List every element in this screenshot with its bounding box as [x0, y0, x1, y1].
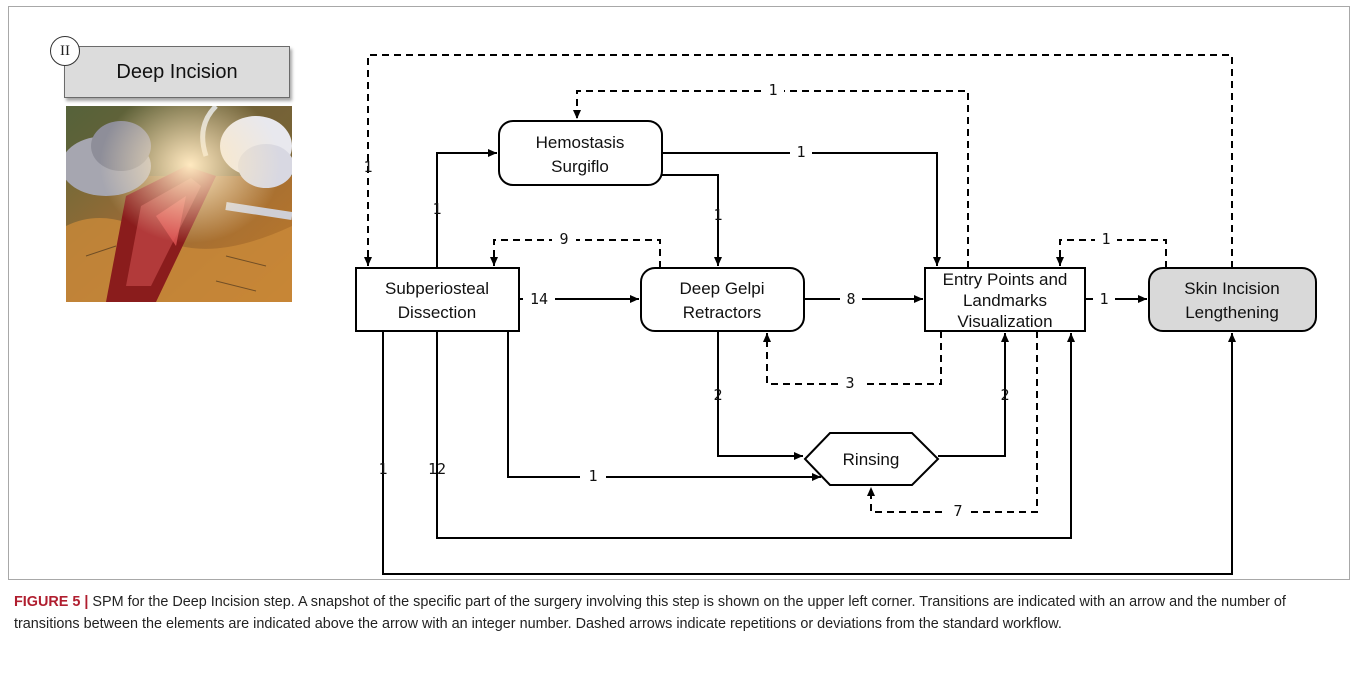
- node-deep-gelpi-retractors: Deep Gelpi Retractors: [640, 267, 805, 332]
- edge-subperiosteal-to-skin: [382, 331, 1236, 575]
- edge-skin-to-entry: [1056, 239, 1167, 268]
- node-subperiosteal-line1: Subperiosteal: [385, 279, 489, 298]
- edge-label-subperiosteal-to-hemostasis: 1: [432, 200, 441, 218]
- caption-label: FIGURE 5 |: [14, 594, 89, 610]
- node-skin-incision-lengthening: Skin Incision Lengthening: [1148, 267, 1317, 332]
- edge-rinsing-to-entry: [938, 333, 1009, 457]
- node-rinsing-label: Rinsing: [843, 450, 900, 469]
- edge-subperiosteal-to-hemostasis: [436, 149, 497, 268]
- node-skin-line2: Lengthening: [1185, 303, 1279, 322]
- edge-hemostasis-to-entry: [662, 152, 941, 266]
- caption-text: SPM for the Deep Incision step. A snapsh…: [14, 594, 1286, 632]
- node-entry-points-landmarks-visualization: Entry Points and Landmarks Visualization: [924, 267, 1086, 332]
- edge-label-subperiosteal-to-entry: 12: [428, 460, 446, 478]
- edge-subperiosteal-to-rinsing: [507, 331, 821, 481]
- edge-hemostasis-to-gelpi: [662, 174, 722, 266]
- surgery-snapshot-image: [66, 106, 292, 302]
- node-hemostasis-line1: Hemostasis: [536, 133, 625, 152]
- edge-label-subperiosteal-to-gelpi: 14: [530, 290, 548, 308]
- node-hemostasis-surgiflo: Hemostasis Surgiflo: [498, 120, 663, 186]
- edge-label-gelpi-to-entry: 8: [846, 290, 855, 308]
- step-title: Deep Incision: [116, 60, 238, 83]
- edge-label-entry-to-gelpi: 3: [845, 374, 854, 392]
- step-title-card: Deep Incision: [64, 46, 290, 98]
- edge-skin-to-subperiosteal: [364, 54, 1233, 268]
- edge-label-subperiosteal-to-skin: 1: [378, 460, 387, 478]
- edge-label-hemostasis-to-entry: 1: [796, 143, 805, 161]
- node-gelpi-line2: Retractors: [683, 303, 761, 322]
- node-hemostasis-line2: Surgiflo: [551, 157, 609, 176]
- edge-label-entry-to-hemostasis: 1: [768, 81, 777, 99]
- node-subperiosteal-dissection: Subperiosteal Dissection: [355, 267, 520, 332]
- node-subperiosteal-line2: Dissection: [398, 303, 476, 322]
- edge-label-skin-to-subperiosteal: 1: [363, 158, 372, 176]
- step-number-badge: II: [50, 36, 80, 66]
- node-entry-line2: Landmarks: [963, 291, 1047, 310]
- edge-entry-to-gelpi: [763, 331, 942, 385]
- edge-label-rinsing-to-entry: 2: [1000, 386, 1009, 404]
- edge-label-entry-to-skin: 1: [1099, 290, 1108, 308]
- edge-subperiosteal-to-entry: [436, 331, 1075, 539]
- edge-label-gelpi-to-rinsing: 2: [713, 386, 722, 404]
- edge-gelpi-to-rinsing: [717, 331, 803, 460]
- edge-labels: 1 1 1 1 1 9 14 8 1 1 3 2 2 1 7 12 1: [363, 81, 1110, 520]
- node-entry-line1: Entry Points and: [943, 270, 1068, 289]
- edge-label-subperiosteal-to-rinsing: 1: [588, 467, 597, 485]
- node-entry-line3: Visualization: [957, 312, 1052, 331]
- node-gelpi-line1: Deep Gelpi: [679, 279, 764, 298]
- edge-gelpi-to-subperiosteal: [490, 239, 661, 268]
- step-number: II: [60, 42, 70, 59]
- edge-label-gelpi-to-subperiosteal: 9: [559, 230, 568, 248]
- edge-label-hemostasis-to-gelpi: 1: [713, 206, 722, 224]
- edge-label-entry-to-rinsing: 7: [953, 502, 962, 520]
- figure-caption: FIGURE 5 | SPM for the Deep Incision ste…: [14, 591, 1344, 635]
- node-rinsing: Rinsing: [803, 432, 940, 486]
- node-skin-line1: Skin Incision: [1184, 279, 1279, 298]
- edge-label-skin-to-entry: 1: [1101, 230, 1110, 248]
